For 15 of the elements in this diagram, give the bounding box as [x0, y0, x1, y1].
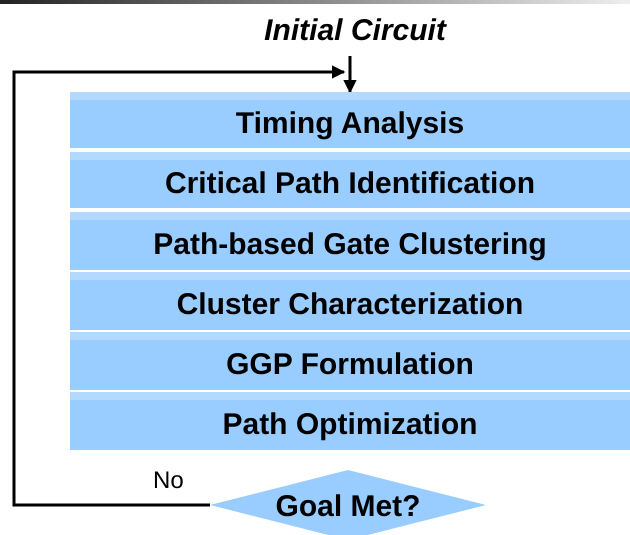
process-bar: [70, 212, 630, 270]
step-label: Cluster Characterization: [176, 288, 524, 322]
process-bar: [70, 92, 630, 148]
step-label: Timing Analysis: [236, 107, 464, 141]
heading-text: Initial Circuit: [264, 14, 446, 48]
step-label: GGP Formulation: [226, 348, 474, 382]
step-label: Critical Path Identification: [164, 167, 536, 201]
decision-diamond: [210, 470, 486, 535]
process-bar: [70, 392, 630, 450]
process-bar: [70, 332, 630, 390]
step-label: Path Optimization: [222, 408, 478, 442]
step-label: Path-based Gate Clustering: [153, 228, 547, 262]
process-bar: [70, 152, 630, 208]
process-bar: [70, 272, 630, 330]
step-label: Goal Met?: [275, 490, 420, 524]
